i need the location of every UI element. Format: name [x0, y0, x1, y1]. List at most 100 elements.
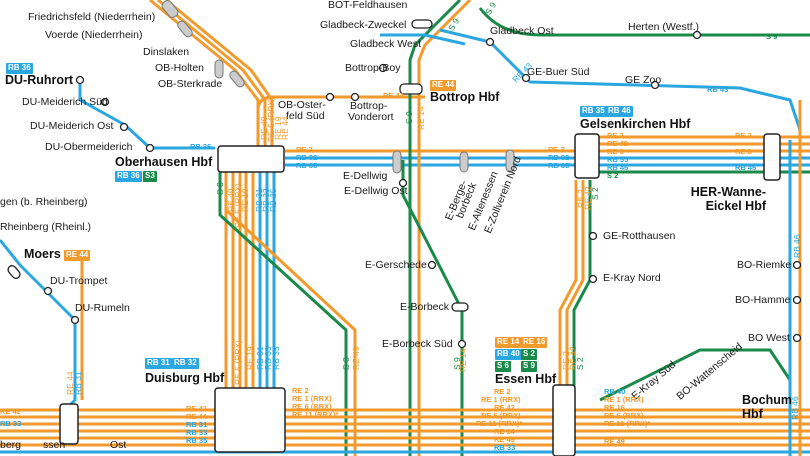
stop-gladbeck-ost [485, 37, 495, 47]
station-e-gerschede[interactable]: E-Gerschede [365, 259, 427, 271]
station-ob-osterfeld-2[interactable]: feld Süd [286, 110, 325, 122]
linelabel-es-rb33: RB 33 [494, 443, 516, 452]
station-gladbeck-west[interactable]: Gladbeck West [350, 38, 422, 50]
hub-label-her-wanne[interactable]: HER-Wanne-Eickel Hbf [690, 185, 766, 213]
stop-bo-riemke [792, 260, 802, 270]
stop-herten [692, 30, 702, 40]
badge-du-rb31: RB 31 [145, 358, 172, 369]
station-bottrop-boy[interactable]: Bottrop-Boy [345, 62, 401, 74]
station-rheinberg-2[interactable]: Rheinberg (Rheinl.) [0, 221, 92, 233]
linelabel-re44-bottrop: RE 44 [383, 91, 404, 100]
station-gladbeck-ost[interactable]: Gladbeck Ost [490, 25, 554, 37]
linelabel-re14-bottrop: RE 14 [416, 106, 426, 130]
hub-label-duisburg[interactable]: Duisburg Hbf [145, 371, 225, 385]
linelabel-s9-bottrop: S 9 [404, 111, 414, 124]
station-bo-hamme[interactable]: BO-Hamme [735, 294, 791, 306]
line-re-ob-duisburg [224, 170, 255, 392]
linelabel-obn-re44: RE 44 [280, 116, 290, 140]
hub-label-oberhausen[interactable]: Oberhausen Hbf [115, 155, 213, 169]
station-e-dellwig-ost[interactable]: E-Dellwig Ost [344, 185, 408, 197]
linelabel-rb43-right: RB 43 [707, 85, 729, 94]
station-rheinberg-1[interactable]: gen (b. Rheinberg) [0, 196, 88, 208]
stop-bottrop-boy [378, 63, 388, 73]
linelabel-es-re49: RE 49 [494, 435, 515, 444]
station-dinslaken[interactable]: Dinslaken [143, 46, 190, 58]
station-ge-buer-sued[interactable]: GE-Buer Süd [527, 66, 590, 78]
linelabel-ge-re3b: RE 3 [607, 147, 624, 156]
station-ge-rotthausen[interactable]: GE-Rotthausen [603, 230, 676, 242]
stop-dinslaken-cap [214, 59, 224, 79]
station-e-borbeck-sued[interactable]: E-Borbeck Süd [382, 338, 453, 350]
stop-ge-zoo [650, 80, 660, 90]
linelabel-duw-rb33: RB 33 [186, 428, 208, 437]
linelabel-es-re2: RE 2 [494, 387, 511, 396]
station-bo-riemke[interactable]: BO-Riemke [737, 259, 792, 271]
station-bottom-1[interactable]: berg [0, 439, 22, 451]
station-bottom-3[interactable]: Ost [110, 439, 127, 451]
stop-bo-west [792, 333, 802, 343]
station-ge-zoo[interactable]: GE Zoo [625, 74, 662, 86]
stop-ob-osterfeld [325, 92, 335, 102]
station-du-rumeln[interactable]: DU-Rumeln [75, 302, 130, 314]
linelabel-duw-re42: RE 42 [186, 404, 207, 413]
station-bo-west[interactable]: BO West [748, 332, 790, 344]
station-gladbeck-zweckel[interactable]: Gladbeck-Zweckel [320, 19, 407, 31]
badge-ge-rb35: RB 35 [580, 106, 607, 117]
station-ob-holten[interactable]: OB-Holten [155, 62, 205, 74]
stop-zollverein-cap [505, 149, 515, 173]
linelabel-rb46-right: RB 46 [792, 234, 802, 258]
linelabel-ge-rb35b: RB 35 [607, 155, 629, 164]
hub-gelsenkirchen [574, 133, 600, 179]
station-friedrichsfeld[interactable]: Friedrichsfeld (Niederrhein) [28, 11, 156, 23]
stop-bottrop-cap [399, 83, 423, 95]
station-du-trompet[interactable]: DU-Trompet [50, 275, 108, 287]
stop-friedrichsfeld-cap [161, 0, 179, 18]
station-du-meiderich-ost[interactable]: DU-Meiderich Ost [30, 120, 114, 132]
station-e-borbeck[interactable]: E-Borbeck [400, 301, 450, 313]
linelabel-es-re1: RE 1 (RRX) [481, 395, 521, 404]
linelabel-s9-right: S 9 [766, 32, 778, 41]
station-du-meiderich-sued[interactable]: DU-Meiderich Süd [22, 96, 108, 108]
hub-label-gelsenkirchen[interactable]: Gelsenkirchen Hbf [580, 117, 691, 131]
line-re-ge-her [598, 135, 765, 153]
linelabel-her-rb46: RB 46 [735, 163, 757, 172]
linelabel-ge-re42: RE 42 [607, 139, 628, 148]
station-bottom-2[interactable]: ssen [43, 439, 66, 451]
stop-e-gerschede [427, 260, 437, 270]
stop-du-rumeln [70, 315, 80, 325]
badge-essen-s9: S 9 [521, 361, 538, 372]
station-e-dellwig[interactable]: E-Dellwig [343, 170, 388, 182]
station-e-kray-nord[interactable]: E-Kray Nord [603, 272, 661, 284]
hub-label-moers[interactable]: Moers [24, 247, 61, 261]
linelabel-due-re6: RE 6 (RRX) [292, 402, 332, 411]
stop-moers-cap [7, 265, 21, 279]
linelabel-duw-rb35: RB 35 [186, 436, 208, 445]
linelabel-ge-rb35: RB 35 [548, 161, 570, 170]
hub-label-bottrop[interactable]: Bottrop Hbf [430, 90, 500, 104]
hub-label-du-ruhrort[interactable]: DU-Ruhrort [5, 73, 74, 87]
station-herten[interactable]: Herten (Westf.) [628, 21, 699, 33]
hub-du-west [59, 403, 79, 445]
linelabel-duw-re44: RE 44 [186, 412, 207, 421]
station-du-obermeiderich[interactable]: DU-Obermeiderich [45, 141, 133, 153]
hub-label-bochum[interactable]: Bochum Hbf [742, 393, 792, 421]
line-s9-essen-dellwig [401, 160, 464, 456]
station-bot-feldhausen[interactable]: BOT-Feldhausen [328, 0, 408, 11]
station-ob-osterfeld-1[interactable]: OB-Oster- [278, 99, 326, 111]
linelabel-dun-re5: RE 5 (RRX) [233, 340, 243, 385]
badge-essen-rb40: RB 40 [495, 349, 522, 360]
station-ob-sterkrade[interactable]: OB-Sterkrade [158, 78, 223, 90]
station-bottrop-vonderort-1[interactable]: Bottrop- [350, 100, 388, 112]
linelabel-es-re6: RE 6 (RRX) [481, 411, 521, 420]
stop-ge-rotthausen [588, 231, 598, 241]
badge-moers-re44: RE 44 [64, 250, 91, 261]
linelabel-ge-rb46: RB 46 [607, 163, 629, 172]
hub-label-essen[interactable]: Essen Hbf [495, 372, 557, 386]
linelabel-s3-bottom: S 3 [341, 357, 351, 370]
station-bottrop-vonderort-2[interactable]: Vonderort [348, 111, 394, 123]
station-voerde[interactable]: Voerde (Niederrhein) [45, 29, 143, 41]
badge-ob-rb36: RB 36 [115, 171, 142, 182]
linelabel-re14-bottom: RE 14 [458, 348, 468, 372]
line-rb43-gladbeck [439, 28, 802, 131]
